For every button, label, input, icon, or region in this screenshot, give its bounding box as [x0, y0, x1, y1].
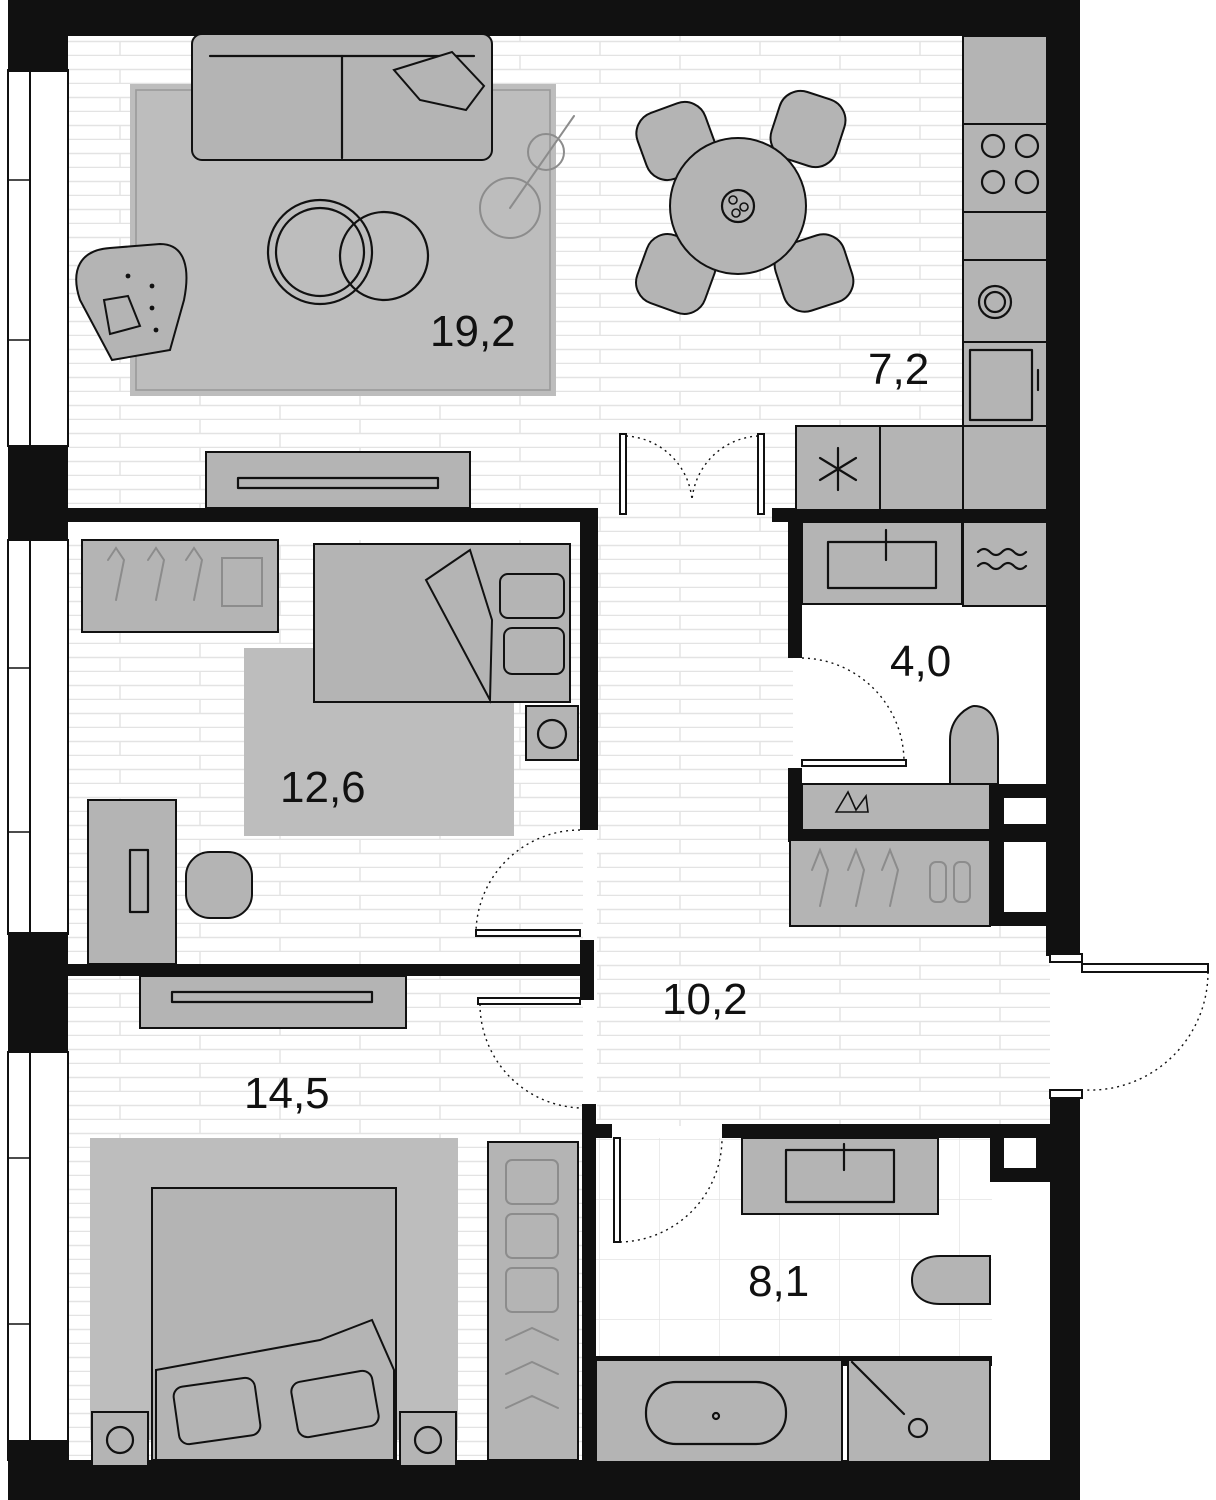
wardrobe-icon: [81, 539, 279, 633]
master-wardrobe-icon: [487, 1141, 579, 1461]
shower-icon: [847, 1359, 991, 1463]
bedroom-master-furniture: [90, 975, 579, 1467]
dining-furniture: [635, 35, 1048, 511]
hall-wardrobe-icon: [789, 839, 991, 927]
dishwasher-icon: [962, 259, 1048, 343]
washing-machine-icon: [962, 521, 1048, 607]
window-pane-mid: [7, 539, 31, 935]
windows-west: [7, 69, 69, 1461]
double-bed-icon: [151, 1187, 397, 1461]
door-leaf-kitchen-right: [757, 433, 765, 515]
area-kitchen: 7,2: [868, 345, 929, 394]
door-leaf-bedroom-small: [475, 929, 581, 937]
door-leaf-bathroom: [613, 1137, 621, 1243]
nightstand-icon: [91, 1411, 457, 1467]
door-leaf-wc: [801, 759, 907, 767]
area-wc: 4,0: [890, 637, 951, 686]
area-bedroom-master: 14,5: [244, 1069, 330, 1118]
area-bedroom-small: 12,6: [280, 763, 366, 812]
window-sill-mid: [29, 539, 69, 935]
floor-wc: [800, 606, 1048, 784]
desk-chair-icon: [185, 851, 253, 919]
area-labels: 19,2 7,2 12,6 4,0 10,2 14,5 8,1: [244, 307, 951, 1306]
bedroom-small-furniture: [81, 539, 579, 965]
floor-hallway-east: [780, 926, 1050, 1126]
wc-furniture: [789, 521, 1048, 927]
door-leaf-kitchen-left: [619, 433, 627, 515]
coffee-table-icon: [266, 198, 430, 306]
window-pane-top: [7, 69, 31, 447]
wc-toilet-icon: [949, 704, 999, 785]
window-sill-top: [29, 69, 69, 447]
area-hallway: 10,2: [662, 975, 748, 1024]
kitchen-sink-icon: [962, 341, 1048, 427]
area-bathroom: 8,1: [748, 1257, 809, 1306]
living-room-furniture: [75, 33, 575, 509]
bathtub-icon: [595, 1359, 843, 1463]
armchair-icon: [75, 242, 188, 362]
floor-hallway: [597, 514, 793, 1126]
nightstand-icon: [525, 705, 579, 761]
area-living-room: 19,2: [430, 307, 516, 356]
cooktop-icon: [962, 123, 1048, 213]
bathroom-furniture: [595, 1137, 991, 1463]
door-leaf-entrance: [1081, 963, 1209, 973]
door-leaf-bedroom-master: [477, 997, 581, 1005]
doors: [475, 433, 1209, 1243]
wc-vanity: [801, 783, 991, 831]
window-pane-bottom: [7, 1051, 31, 1461]
bed-icon: [313, 543, 571, 704]
tv-unit-icon: [139, 975, 407, 1029]
dining-table-icon: [669, 137, 807, 275]
sofa-icon: [191, 33, 493, 161]
wc-sink-icon: [801, 521, 963, 605]
desk-icon: [87, 799, 177, 965]
floor-lamp-icon: [479, 115, 575, 239]
bathroom-sink-icon: [741, 1137, 939, 1215]
tv-stand-icon: [205, 451, 471, 509]
window-sill-bottom: [29, 1051, 69, 1461]
toilet-icon: [910, 1255, 991, 1305]
fridge-icon: [795, 425, 1048, 511]
